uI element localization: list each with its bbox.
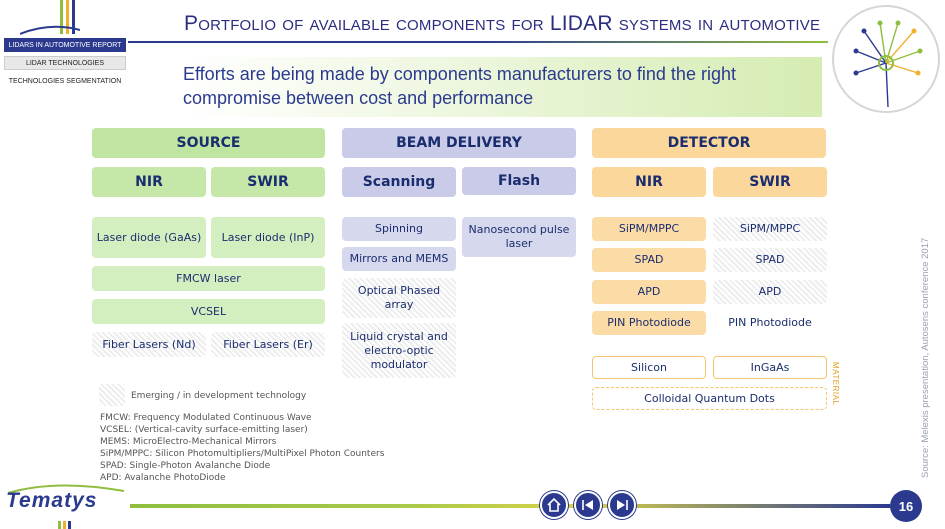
- liquid-crystal-modulator: Liquid crystal and electro-optic modulat…: [342, 323, 456, 378]
- definition-line: SiPM/MPPC: Silicon Photomultipliers/Mult…: [100, 449, 385, 459]
- laser-diode-gaas: Laser diode (GaAs): [92, 217, 206, 258]
- nav-tab-lidar-technologies[interactable]: LIDAR TECHNOLOGIES: [4, 56, 126, 70]
- swir-spad: SPAD: [713, 248, 827, 272]
- nir-pin-photodiode: PIN Photodiode: [592, 311, 706, 335]
- previous-slide-button[interactable]: [574, 491, 602, 519]
- skip-back-icon: [582, 500, 593, 510]
- optical-phased-array: Optical Phased array: [342, 278, 456, 318]
- source-citation: Source: Melexis presentation, Autosens c…: [920, 237, 931, 478]
- nav-tab-technologies-segmentation[interactable]: TECHNOLOGIES SEGMENTATION: [4, 74, 126, 88]
- beam-scanning: Scanning: [342, 167, 456, 197]
- abbreviation-definitions: FMCW: Frequency Modulated Continuous Wav…: [100, 412, 384, 484]
- home-button[interactable]: [540, 491, 568, 519]
- detector-nir: NIR: [592, 167, 706, 197]
- laser-diode-inp: Laser diode (InP): [211, 217, 325, 258]
- material-silicon: Silicon: [592, 356, 706, 379]
- home-icon: [547, 497, 561, 512]
- detector-swir: SWIR: [713, 167, 827, 197]
- detector-heading: DETECTOR: [592, 128, 826, 158]
- source-swir: SWIR: [211, 167, 325, 197]
- spinning: Spinning: [342, 217, 456, 241]
- page-number: 16: [890, 490, 922, 522]
- slide-title: Portfolio of available components for LI…: [184, 12, 821, 35]
- logo-circle: [832, 5, 940, 113]
- swir-pin-photodiode: PIN Photodiode: [713, 311, 827, 335]
- material-label: MATERIAL: [831, 362, 840, 406]
- source-heading: SOURCE: [92, 128, 325, 158]
- material-colloidal-quantum-dots: Colloidal Quantum Dots: [592, 387, 827, 410]
- definition-line: SPAD: Single-Photon Avalanche Diode: [100, 461, 271, 471]
- brand-swoosh-icon: [7, 484, 125, 494]
- emerging-legend-label: Emerging / in development technology: [131, 391, 307, 401]
- definition-line: MEMS: MicroElectro-Mechanical Mirrors: [100, 437, 277, 447]
- source-nir: NIR: [92, 167, 206, 197]
- beam-delivery-heading: BEAM DELIVERY: [342, 128, 576, 158]
- skip-forward-icon: [617, 500, 628, 510]
- swir-sipm-mppc: SiPM/MPPC: [713, 217, 827, 241]
- next-slide-button[interactable]: [608, 491, 636, 519]
- brand-logo: Tematys: [6, 489, 98, 512]
- beam-flash: Flash: [462, 167, 576, 195]
- subtitle-band: [128, 57, 822, 117]
- slide-subtitle: Efforts are being made by components man…: [183, 64, 736, 108]
- fiber-lasers-nd: Fiber Lasers (Nd): [92, 332, 206, 357]
- vcsel: VCSEL: [92, 299, 325, 324]
- report-logo-icon: [20, 0, 80, 35]
- definition-line: VCSEL: (Vertical-cavity surface-emitting…: [100, 425, 308, 435]
- fmcw-laser: FMCW laser: [92, 266, 325, 291]
- title-rule: [128, 41, 828, 43]
- nir-apd: APD: [592, 280, 706, 304]
- nanosecond-pulse-laser: Nanosecond pulse laser: [462, 217, 576, 257]
- mirrors-and-mems: Mirrors and MEMS: [342, 247, 456, 271]
- swir-apd: APD: [713, 280, 827, 304]
- footer-rule: [130, 504, 890, 508]
- dandelion-icon: [853, 20, 923, 108]
- fiber-lasers-er: Fiber Lasers (Er): [211, 332, 325, 357]
- material-ingaas: InGaAs: [713, 356, 827, 379]
- nav-tab-lidars-report[interactable]: LIDARS IN AUTOMOTIVE REPORT: [4, 38, 126, 52]
- nir-sipm-mppc: SiPM/MPPC: [592, 217, 706, 241]
- definition-line: APD: Avalanche PhotoDiode: [100, 473, 226, 483]
- definition-line: FMCW: Frequency Modulated Continuous Wav…: [100, 413, 312, 423]
- emerging-legend-swatch: [99, 384, 125, 406]
- brand-bars-icon: [58, 521, 71, 529]
- nir-spad: SPAD: [592, 248, 706, 272]
